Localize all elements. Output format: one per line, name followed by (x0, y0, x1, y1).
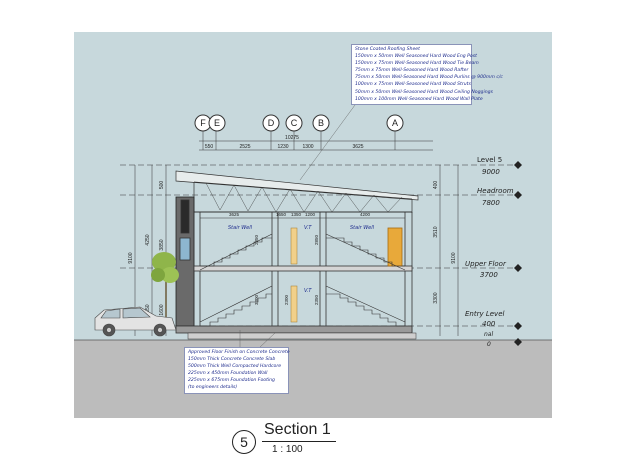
grid-label-a: A (392, 118, 398, 128)
roof-note-line: 100mm x 75mm Well-Seasoned Hard Wood Str… (355, 82, 471, 88)
room-label-stair-left: Stair Well (228, 225, 253, 231)
roof-sheet (175, 170, 419, 201)
roof-note-line: 50mm x 50mm Well-Seasoned Hard Wood Ceil… (355, 89, 493, 95)
section-title: Section 1 (264, 421, 331, 438)
level-marker-icon (514, 191, 522, 199)
dim-right-3: 3300 (433, 292, 439, 303)
grid-bubble-c (285, 114, 303, 132)
room-label-stair-right: Stair Well (350, 225, 375, 231)
roof-notes-box: Stone Coated Roofing Sheet 150mm x 50mm … (351, 44, 503, 105)
room-labels: Stair Well V.T Stair Well V.T (228, 225, 375, 294)
grid-bubble-d (262, 114, 280, 132)
level-value-level5: 9000 (482, 168, 500, 176)
dim-left-outer: 9100 (128, 252, 134, 263)
floor-note-line: (to engineers details) (188, 385, 238, 391)
right-dimensions: 400 3510 3300 9100 (433, 165, 459, 336)
level-label-headroom: Headroom (477, 187, 514, 195)
stairs (199, 233, 406, 327)
grid-label-b: B (318, 118, 324, 128)
dim-top-1: 550 (205, 144, 214, 150)
dim-right-1: 400 (433, 181, 439, 190)
level-value-headroom: 7800 (482, 199, 500, 207)
roof-note-line: 75mm x 50mm Well-Seasoned Hard Wood Purl… (355, 75, 503, 81)
grid-bubble-a (386, 114, 404, 132)
title-underline (262, 441, 336, 442)
roof (175, 170, 419, 213)
grid-bubbles: F E D C B A (194, 114, 404, 150)
grid-label-c: C (291, 118, 298, 128)
dim-right-2: 3510 (433, 226, 439, 237)
grid-bubble-e (208, 114, 226, 132)
roof-note-line: 75mm x 75mm Well-Seasoned Hard Wood Raft… (355, 68, 469, 74)
room-label-vt-lower: V.T (304, 288, 312, 294)
level-label-entry: Entry Level (465, 310, 505, 318)
floor-note-line: 150mm Thick Concrete Concrete Slab (188, 357, 276, 363)
roof-note-line: 150mm x 75mm Well-Seasoned Hard Wood Tie… (355, 61, 479, 67)
tree-illustration (151, 252, 179, 330)
mid-dimensions: 3625 1650 1350 1200 4200 2850 2850 3300 … (200, 212, 405, 305)
floor-note-line: 225mm x 675mm Foundation Footing (188, 378, 275, 384)
grid-bubble-b (312, 114, 330, 132)
dim-inner-2: 2850 (314, 234, 319, 245)
floor-note-line: Approved Floor Finish on Concrete Concre… (188, 350, 290, 355)
dim-mid-1: 3625 (229, 212, 240, 217)
note-leaders (239, 104, 356, 348)
dim-right-outer: 9100 (451, 252, 457, 263)
dim-mid-3: 1350 (291, 212, 302, 217)
dim-left-2: 4250 (145, 234, 151, 245)
dim-top-5: 3625 (352, 144, 363, 150)
level-value-zero: 0 (487, 341, 491, 348)
dim-mid-5: 4200 (360, 212, 371, 217)
ground-background (74, 340, 552, 418)
level-markers: Level 5 9000 Headroom 7800 Upper Floor 3… (465, 156, 522, 348)
level-value-nal: nal (484, 331, 493, 338)
dim-inner-3: 3300 (254, 294, 259, 305)
dim-top-3: 1230 (277, 144, 288, 150)
section-number: 5 (232, 430, 256, 454)
section-title-block: 5 Section 1 1 : 100 (232, 420, 362, 460)
dim-inner-4: 2350 (314, 294, 319, 305)
room-label-vt-upper: V.T (304, 225, 312, 231)
dim-left-1: 500 (159, 181, 165, 190)
top-dimensions: 10275 550 2525 1230 1300 3625 (199, 135, 433, 151)
floor-note-line: 500mm Thick Well Compacted Hardcore (188, 364, 282, 370)
level-marker-icon (514, 338, 522, 346)
level-label-level5: Level 5 (477, 156, 502, 164)
level-marker-icon (514, 322, 522, 330)
dim-inner-1: 2850 (254, 234, 259, 245)
dim-left-4: 2350 (145, 304, 151, 315)
grid-label-d: D (268, 118, 275, 128)
level-label-upper-floor: Upper Floor (465, 260, 507, 268)
dim-inner-5: 2300 (284, 294, 289, 305)
dim-mid-2: 1650 (276, 212, 287, 217)
dim-top-2: 2525 (239, 144, 250, 150)
dim-mid-4: 1200 (305, 212, 316, 217)
dim-top-4: 1300 (302, 144, 313, 150)
level-value-entry: 400 (482, 320, 496, 328)
grid-label-f: F (200, 118, 206, 128)
dim-left-5: 1600 (159, 304, 165, 315)
floor-note-line: 225mm x 450mm Foundation Wall (188, 371, 268, 377)
floor-notes-box: Approved Floor Finish on Concrete Concre… (184, 347, 290, 394)
roof-note-line: 150mm x 50mm Well Seasoned Hard Wood Eng… (355, 54, 477, 60)
building-section (175, 196, 417, 340)
level-value-upper-floor: 3700 (480, 271, 498, 279)
grid-label-e: E (214, 118, 220, 128)
dim-overall: 10275 (285, 135, 299, 141)
roof-note-line: Stone Coated Roofing Sheet (355, 47, 420, 52)
glazing-panel (387, 227, 403, 267)
level-marker-icon (514, 161, 522, 169)
car-illustration (94, 306, 177, 337)
roof-note-line: 100mm x 100mm Well-Seasoned Hard Wood Wa… (355, 96, 483, 102)
level-marker-icon (514, 264, 522, 272)
section-scale: 1 : 100 (272, 444, 303, 455)
dim-left-3: 3850 (159, 239, 165, 250)
